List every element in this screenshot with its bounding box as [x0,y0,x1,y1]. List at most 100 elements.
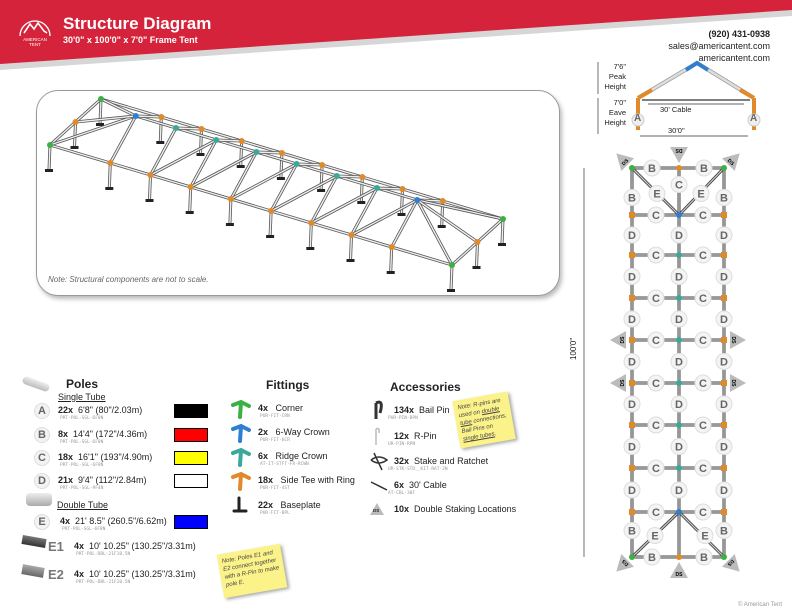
pole-color-swatch [174,451,208,465]
accessories-title: Accessories [390,380,461,394]
height-label: Height [604,82,626,91]
pole-label-badge [715,481,733,499]
pole-label-badge [670,310,688,328]
pole-letter-badge: A [34,403,50,419]
website-link[interactable]: americantent.com [698,53,770,63]
peak-label: Peak [608,72,626,81]
baseplate [236,165,245,168]
pole-label-badge [694,416,712,434]
fitting-node [374,185,380,191]
pole-label-badge [715,395,733,413]
pole-label-E: E [651,531,658,543]
pole-label-D: D [720,314,728,326]
accessory-item: 10x Double Staking Locations [394,504,516,514]
fitting-node [278,150,285,156]
pole-item: 4x 10' 10.25" (130.25"/3.31m) [74,569,196,579]
fitting-code: PUR-FIT-6CR [260,438,290,443]
accessory-name: Stake and Ratchet [414,456,489,466]
fitting-name: Corner [275,403,304,413]
baseplate [266,235,275,238]
corner-node [629,165,635,171]
pole-label-badge [695,159,713,177]
pole-letter-badge: E [34,514,50,530]
baseplate [447,289,455,292]
pole-label-C: C [652,420,660,432]
fitting-node [98,96,104,102]
pole-label-badge [670,438,688,455]
fitting-node [72,119,79,125]
pole-label-badge [647,289,665,307]
center-node [676,554,682,560]
pole-label-D: D [628,442,636,454]
accessory-name: 30' Cable [409,480,447,490]
pole-label-C: C [652,210,660,222]
fitting-node [132,113,139,119]
width-label: 30'0" [668,126,685,135]
fitting-item: 6x Ridge Crown [258,451,328,461]
single-tube-heading: Single Tube [58,392,106,402]
pole-label-E: E [701,531,708,543]
ds-label: DS [620,336,626,344]
baseplate [96,123,104,126]
side-tee-node [721,252,727,258]
accessory-code: AT-CBL-30F [388,491,416,496]
pole-label-B: B [700,163,708,175]
fitting-item: 22x Baseplate [258,500,321,510]
ds-label: DS [675,147,683,153]
header-banner: AMERICAN TENT [0,0,792,70]
pole-label-C: C [652,293,660,305]
pole-label-badge [647,331,665,349]
fitting-name: Side Tee with Ring [280,475,355,485]
pole-size: 10' 10.25" (130.25"/3.31m) [89,541,196,551]
pole-label-badge [715,310,733,328]
pole-label-C: C [699,507,707,519]
double-tube-heading: Double Tube [57,500,109,510]
ds-label: DS [730,380,736,388]
side-tee-node [629,380,635,386]
fitting-code: AT-IT-STFT-FR-RCWN [260,462,309,467]
fitting-node [474,239,481,245]
fitting-node [500,216,506,222]
fitting-item: 2x 6-Way Crown [258,427,330,437]
pole-size: 16'1" (193"/4.90m) [78,452,153,462]
pole-label-D: D [720,357,728,369]
pole-qty: 4x [74,541,85,551]
fitting-node [47,142,53,148]
pole-label-badge [647,374,665,392]
fitting-node [319,162,326,168]
pole-label-badge [670,395,688,413]
double-staking-marker: DS [730,331,746,349]
pole-label-B: B [648,163,656,175]
center-node [676,252,682,258]
fitting-node [187,184,194,190]
baseplate [317,189,326,192]
crown-fitting-icon [231,423,251,443]
pole-label-C: C [699,378,707,390]
baseplate [437,225,446,228]
baseplate [306,247,315,250]
pole-label-badge [670,226,688,244]
page-subtitle: 30'0" x 100'0" x 7'0" Frame Tent [63,35,198,45]
pole-item: 18x 16'1" (193"/4.90m) [58,452,152,462]
pole-label-badge [670,176,688,193]
height-label: Height [604,118,626,127]
length-label: 100'0" [569,337,578,360]
eave-label: Eave [608,108,626,117]
pole-label-D: D [720,272,728,284]
accessory-item: 6x 30' Cable [394,480,447,490]
pole-label-badge [623,353,641,370]
center-node [676,380,682,386]
pole-code: PRT-POL-DBL-21F10.5N [76,552,131,557]
double-staking-marker: DS [616,153,635,172]
pole-label-badge [715,226,733,244]
pole-label-badge [648,185,666,202]
3d-frame-panel [36,90,560,296]
pole-letter-badge: E1 [48,539,64,554]
email-link[interactable]: sales@americantent.com [668,41,770,51]
pole-label-D: D [675,314,683,326]
pole-label-B: B [628,526,636,538]
side-elevation-diagram [597,60,761,137]
pole-label-C: C [699,293,707,305]
pole-code: PRT-POL-SGL-6F8N [62,527,106,532]
